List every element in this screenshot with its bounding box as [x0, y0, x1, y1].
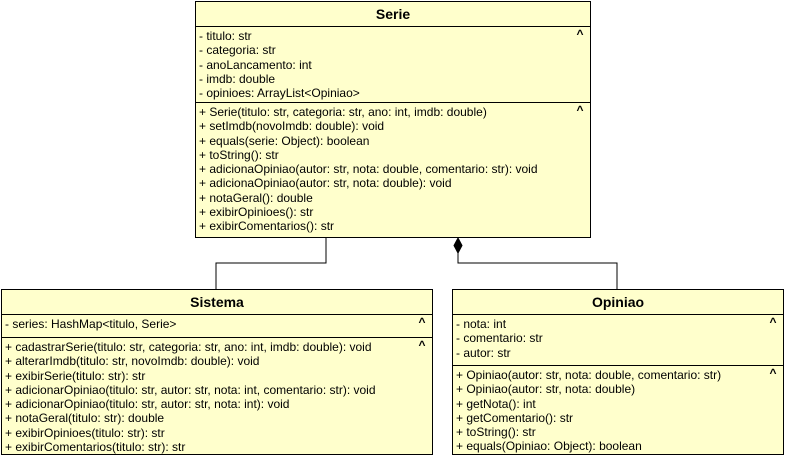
methods-compartment-serie: ^ + Serie(titulo: str, categoria: str, a…: [196, 102, 590, 237]
method: + Opiniao(autor: str, nota: double, come…: [456, 368, 722, 382]
method: + exibirSerie(titulo: str): str: [5, 368, 146, 383]
method: + exibirComentarios(titulo: str): str: [5, 440, 186, 455]
class-name-serie: Serie: [196, 2, 590, 27]
method: + setImdb(novoImdb: double): void: [199, 119, 385, 134]
attribute: - series: HashMap<titulo, Serie>: [5, 317, 177, 331]
methods-compartment-sistema: ^ + cadastrarSerie(titulo: str, categori…: [2, 337, 432, 454]
class-serie[interactable]: Serie ^ - titulo: str - categoria: str -…: [195, 1, 591, 238]
method: + adicionaOpiniao(autor: str, nota: doub…: [199, 176, 452, 191]
methods-compartment-opiniao: ^ + Opiniao(autor: str, nota: double, co…: [453, 365, 783, 454]
attributes-compartment-serie: ^ - titulo: str - categoria: str - anoLa…: [196, 27, 590, 102]
method: + notaGeral(titulo: str): double: [5, 411, 165, 426]
method: + exibirComentarios(): str: [199, 219, 335, 234]
attributes-compartment-sistema: ^ - series: HashMap<titulo, Serie>: [2, 315, 432, 337]
method: + toString(): str: [456, 425, 536, 440]
method: + Serie(titulo: str, categoria: str, ano…: [199, 105, 487, 119]
attribute: - categoria: str: [199, 43, 276, 58]
method: + equals(Opiniao: Object): boolean: [456, 439, 642, 454]
collapse-arrow-icon[interactable]: ^: [418, 338, 426, 352]
collapse-arrow-icon[interactable]: ^: [576, 103, 584, 117]
method: + adicionarOpiniao(titulo: str, autor: s…: [5, 397, 290, 412]
class-name-sistema: Sistema: [2, 290, 432, 315]
method: + exibirOpinioes(): str: [199, 205, 314, 220]
method: + alterarImdb(titulo: str, novoImdb: dou…: [5, 354, 260, 369]
connector-opiniao-serie: [457, 253, 618, 290]
collapse-arrow-icon[interactable]: ^: [769, 366, 777, 380]
method: + toString(): str: [199, 147, 279, 162]
method: + equals(serie: Object): boolean: [199, 133, 370, 148]
method: + adicionaOpiniao(autor: str, nota: doub…: [199, 162, 538, 177]
class-opiniao[interactable]: Opiniao ^ - nota: int - comentario: str …: [452, 289, 784, 455]
class-name-opiniao: Opiniao: [453, 290, 783, 315]
attribute: - imdb: double: [199, 71, 276, 86]
method: + notaGeral(): double: [199, 190, 313, 205]
composition-diamond: [453, 236, 463, 255]
attribute: - comentario: str: [456, 331, 543, 346]
attribute: - titulo: str: [199, 29, 252, 43]
attribute: - anoLancamento: int: [199, 57, 312, 72]
collapse-arrow-icon[interactable]: ^: [418, 315, 426, 329]
method: + adicionarOpiniao(titulo: str, autor: s…: [5, 382, 376, 397]
collapse-arrow-icon[interactable]: ^: [769, 315, 777, 329]
method: + getNota(): int: [456, 396, 536, 411]
attribute: - nota: int: [456, 317, 507, 331]
method: + Opiniao(autor: str, nota: double): [456, 382, 636, 397]
attribute: - opinioes: ArrayList<Opiniao>: [199, 86, 360, 101]
method: + getComentario(): str: [456, 410, 574, 425]
collapse-arrow-icon[interactable]: ^: [576, 27, 584, 41]
method: + exibirOpinioes(titulo: str): str: [5, 425, 165, 440]
connector-sistema-serie: [215, 237, 327, 290]
class-sistema[interactable]: Sistema ^ - series: HashMap<titulo, Seri…: [1, 289, 433, 455]
method: + cadastrarSerie(titulo: str, categoria:…: [5, 340, 372, 354]
attribute: - autor: str: [456, 345, 511, 360]
attributes-compartment-opiniao: ^ - nota: int - comentario: str - autor:…: [453, 315, 783, 365]
